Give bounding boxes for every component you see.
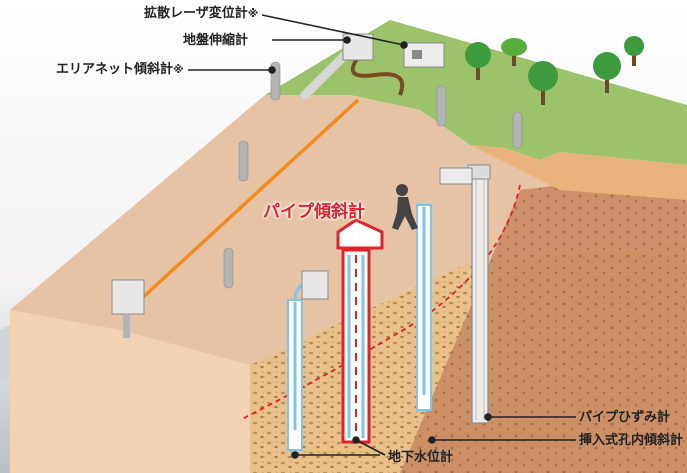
label-diffusion-laser: 拡散レーザ変位計※ [144, 6, 259, 21]
extensometer-wire [350, 53, 405, 96]
plateau-side [470, 145, 687, 200]
pipe-inclinometer [336, 218, 384, 444]
laser-reflector [111, 279, 145, 315]
note-mark: ※ [247, 7, 259, 20]
person-walking-icon [392, 184, 418, 230]
label-extensometer: 地盤伸縮計 [183, 33, 249, 48]
label-borehole-inclinometer: 挿入式孔内傾斜計 [579, 433, 684, 448]
water-logger-box [301, 270, 329, 300]
laser-sensor-box [403, 42, 445, 68]
label-area-net: エリアネット傾斜計※ [56, 62, 184, 77]
leader-lines [188, 14, 576, 459]
label-pipe-strain: パイプひずみ計 [579, 410, 671, 425]
laser-beam [138, 98, 360, 302]
label-pipe-inclinometer: パイプ傾斜計 [263, 202, 365, 222]
label-water-level: 地下水位計 [388, 450, 454, 465]
extensometer-pipe [300, 50, 350, 100]
soil-front-left [10, 310, 250, 473]
borehole-inclinometer [439, 164, 491, 424]
water-level-pipes [287, 204, 432, 451]
tree-icon [465, 36, 644, 105]
note-mark: ※ [173, 63, 184, 76]
